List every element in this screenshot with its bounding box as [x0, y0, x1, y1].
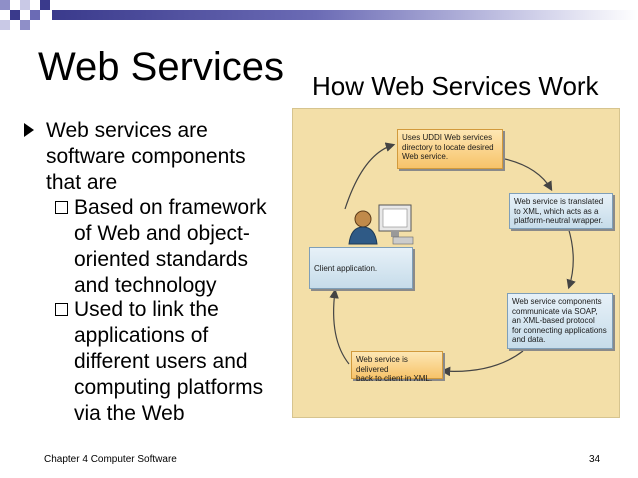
sub-bullet-line: computing platforms: [74, 376, 264, 399]
client-application-box: Client application.: [309, 247, 413, 289]
cycle-arrows: [329, 142, 576, 377]
step-components-box: Web service components communicate via S…: [507, 293, 613, 349]
step-text: Web service components: [512, 297, 602, 306]
arrow-translate-to-components: [566, 226, 576, 290]
main-bullet-line: software components: [46, 145, 246, 168]
step-translate-box: Web service is translated to XML, which …: [509, 193, 613, 229]
footer-chapter: Chapter 4 Computer Software: [44, 454, 177, 465]
step-text: to XML, which acts as a: [514, 206, 599, 216]
header-gradient-bar: [52, 10, 638, 20]
decor-square: [20, 20, 30, 30]
sub-bullet-line: via the Web: [74, 402, 185, 425]
user-computer-icon: [348, 204, 414, 245]
main-bullet-line: Web services are: [46, 119, 208, 142]
decor-square: [20, 0, 30, 10]
client-label: Client application.: [314, 264, 378, 273]
bullet-arrow-icon: [24, 123, 34, 137]
main-bullet-line: that are: [46, 171, 118, 194]
sub-bullet-line: oriented standards: [74, 248, 248, 271]
decor-square: [30, 10, 40, 20]
sub-bullet-line: applications of: [74, 324, 209, 347]
decor-square: [40, 0, 50, 10]
step-text: directory to locate desired: [402, 142, 494, 152]
sub-bullet-line: Used to link the: [74, 298, 219, 321]
figure-title: How Web Services Work: [312, 71, 599, 101]
arrow-uddi-to-translate: [504, 158, 553, 192]
step-uddi-box: Uses UDDI Web services directory to loca…: [397, 129, 503, 169]
sub-bullet-line: and technology: [74, 274, 217, 297]
step-text: and data.: [512, 335, 546, 344]
square-bullet-icon: [55, 303, 68, 316]
arrow-components-to-delivered: [440, 350, 524, 377]
step-text: Web service is translated: [514, 197, 604, 206]
sub-bullet-line: different users and: [74, 350, 248, 373]
web-services-diagram: Uses UDDI Web services directory to loca…: [292, 108, 620, 418]
step-text: platform-neutral wrapper.: [514, 216, 603, 225]
sub-bullet-line: of Web and object-: [74, 222, 250, 245]
step-text: Web service.: [402, 152, 449, 161]
decor-square: [0, 20, 10, 30]
step-text: Web service is delivered: [356, 355, 408, 374]
decor-square: [10, 10, 20, 20]
page-number: 34: [589, 454, 601, 465]
sub-bullet-line: Based on framework: [74, 196, 267, 219]
square-bullet-icon: [55, 201, 68, 214]
decor-square: [0, 0, 10, 10]
arrow-client-to-uddi: [344, 142, 396, 210]
step-text: communicate via SOAP,: [512, 306, 598, 316]
step-text: Uses UDDI Web services: [402, 133, 493, 142]
step-text: back to client in XML.: [356, 374, 433, 383]
slide-title: Web Services: [38, 45, 285, 89]
step-text: for connecting applications: [512, 325, 607, 335]
step-text: an XML-based protocol: [512, 316, 595, 325]
step-delivered-box: Web service is delivered back to client …: [351, 351, 443, 383]
arrow-delivered-to-client: [329, 288, 350, 365]
